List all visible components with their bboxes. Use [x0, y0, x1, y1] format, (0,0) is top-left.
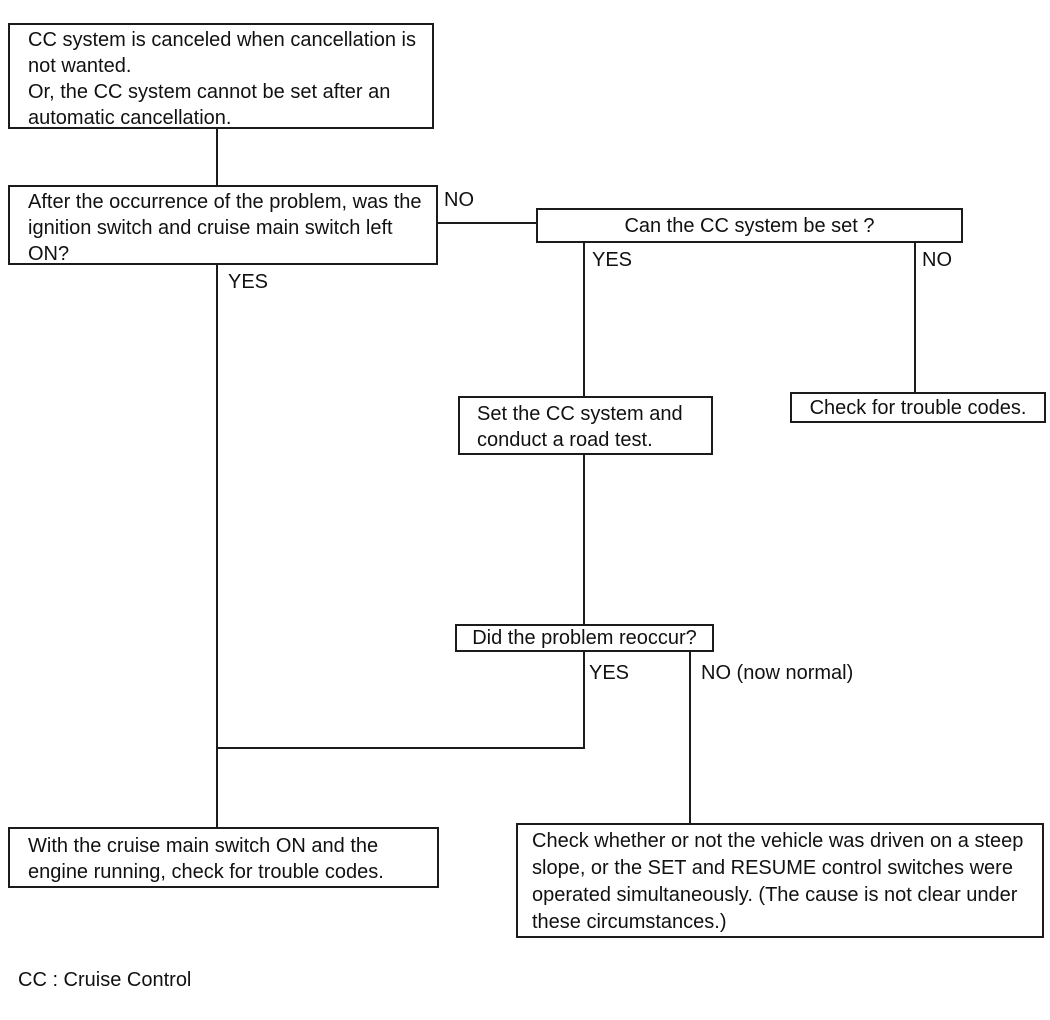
branch-label-switch-no: NO: [444, 189, 474, 211]
node-check-steep-slope: Check whether or not the vehicle was dri…: [516, 823, 1044, 938]
node-check-trouble-codes: Check for trouble codes.: [790, 392, 1046, 423]
connector-start-to-question1: [216, 129, 218, 185]
node-question-cc-set: Can the CC system be set ?: [536, 208, 963, 243]
branch-label-reoccur-no: NO (now normal): [701, 662, 854, 684]
node-set-and-road-test: Set the CC system and conduct a road tes…: [458, 396, 713, 455]
legend-cc-definition: CC : Cruise Control: [18, 969, 192, 991]
connector-yes-main-vertical: [216, 265, 218, 827]
connector-reoccur-no-vertical: [689, 651, 691, 823]
connector-reoccur-yes-vertical: [583, 651, 585, 748]
connector-reoccur-yes-junction: [216, 747, 585, 749]
connector-yes-to-road-test: [583, 243, 585, 396]
node-question-switch-left-on: After the occurrence of the problem, was…: [8, 185, 438, 265]
node-start-problem: CC system is canceled when cancellation …: [8, 23, 434, 129]
connector-road-test-to-reoccur: [583, 455, 585, 624]
branch-label-reoccur-yes: YES: [589, 662, 630, 684]
branch-label-cc-set-no: NO: [922, 249, 952, 271]
branch-label-switch-yes: YES: [228, 271, 269, 293]
connector-no-to-trouble-codes: [914, 243, 916, 392]
node-question-problem-reoccur: Did the problem reoccur?: [455, 624, 714, 652]
branch-label-cc-set-yes: YES: [592, 249, 633, 271]
node-check-codes-engine-running: With the cruise main switch ON and the e…: [8, 827, 439, 888]
connector-no-to-question2: [437, 222, 537, 224]
